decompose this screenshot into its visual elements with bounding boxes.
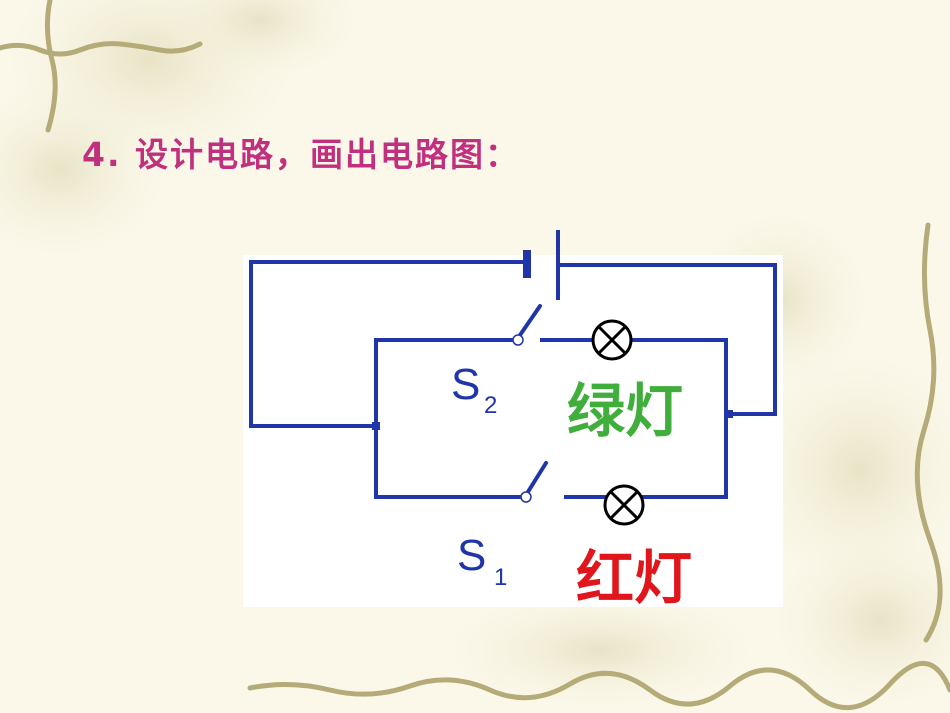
junction-left xyxy=(372,422,380,430)
lamp-red-label: 红灯 xyxy=(576,544,692,612)
switch-s1-label: S xyxy=(457,531,486,580)
wire-outer-right xyxy=(560,263,777,416)
circuit-panel xyxy=(243,255,783,607)
switch-s2 xyxy=(512,304,542,346)
lamp-green-label: 绿灯 xyxy=(567,377,683,445)
switch-s2-label: S xyxy=(451,360,480,409)
slide-title: 4. 设计电路，画出电路图： xyxy=(82,135,520,174)
switch-s1-subscript: 1 xyxy=(494,564,507,591)
switch-s2-subscript: 2 xyxy=(484,392,497,419)
wire-outer-left xyxy=(249,260,524,428)
switch-s1 xyxy=(520,461,548,503)
battery-symbol xyxy=(523,230,560,300)
junction-right xyxy=(725,410,733,418)
lamp-red-symbol xyxy=(603,484,645,526)
lamp-green-symbol xyxy=(591,319,633,361)
